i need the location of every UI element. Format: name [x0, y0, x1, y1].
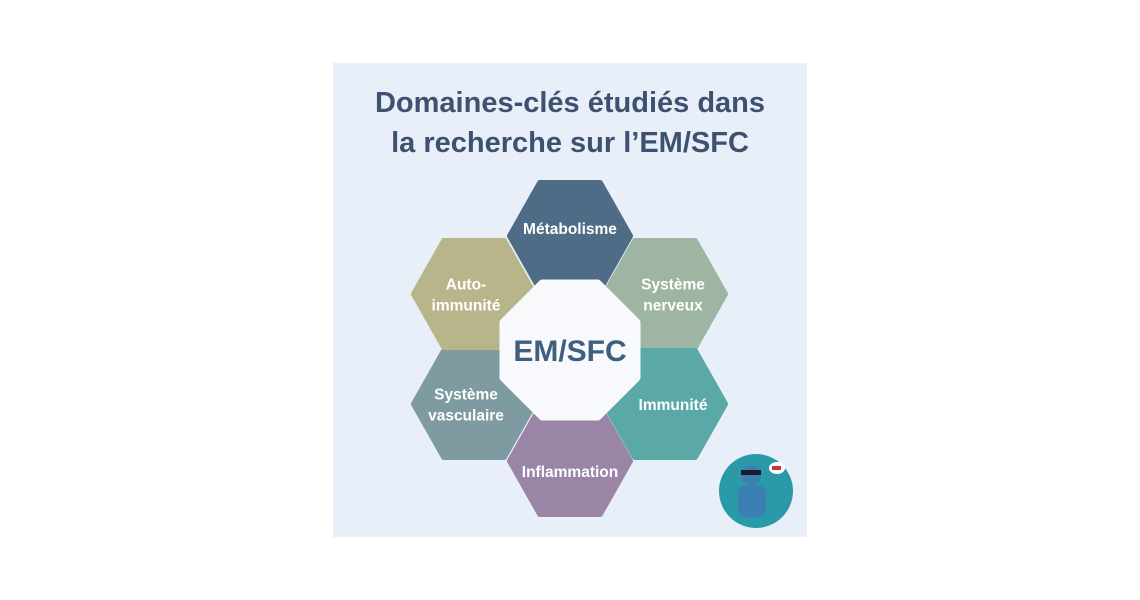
domain-label: Inflammation: [522, 464, 618, 481]
domain-hexagon: [507, 405, 633, 517]
domain-label: Système: [641, 277, 705, 294]
domain-label: immunité: [432, 298, 501, 315]
center-layer: EM/SFC: [499, 279, 641, 421]
title-line-2: la recherche sur l’EM/SFC: [391, 127, 749, 159]
domain-label: vasculaire: [428, 408, 504, 425]
domain-label: Immunité: [639, 397, 708, 414]
center-octagon: [499, 279, 641, 421]
center-label: EM/SFC: [513, 335, 626, 368]
domain-label: Métabolisme: [523, 221, 617, 238]
title-line-1: Domaines-clés étudiés dans: [374, 87, 766, 119]
infographic-card: Domaines-clés étudiés dans la recherche …: [333, 63, 807, 537]
domain-label: Système: [434, 387, 498, 404]
domain-label: nerveux: [643, 298, 703, 315]
domain-label: Auto-: [446, 277, 486, 294]
mascot-avatar-icon: [719, 454, 793, 528]
